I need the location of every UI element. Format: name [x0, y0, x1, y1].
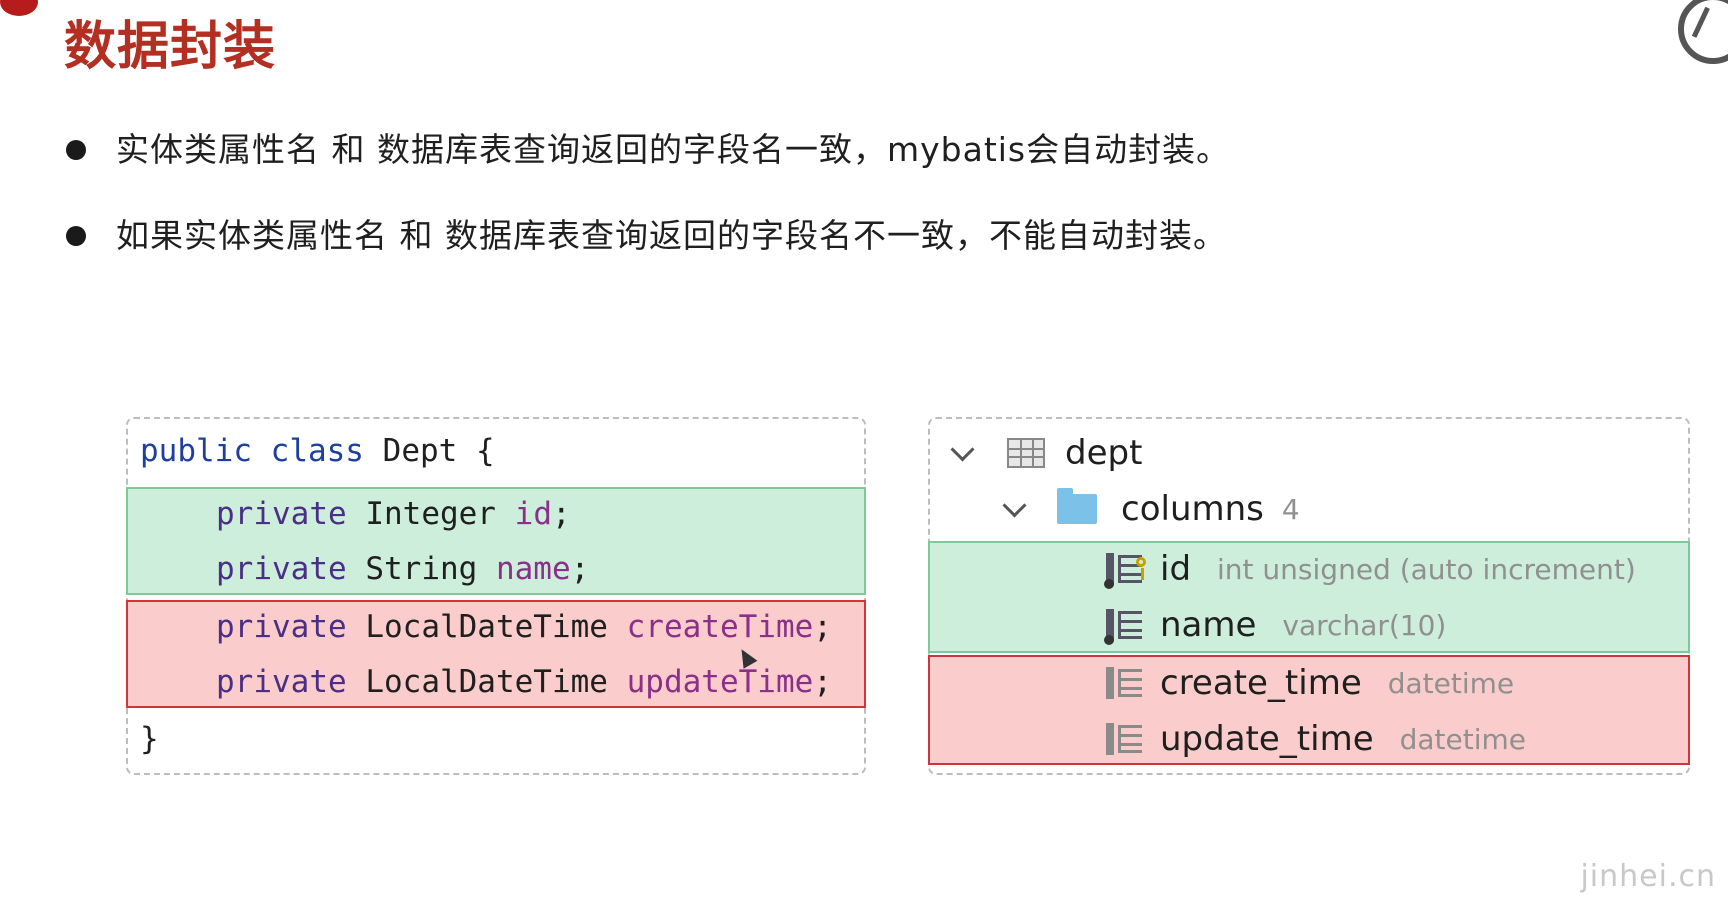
- field-type: String: [365, 551, 478, 587]
- field-type: LocalDateTime: [365, 664, 608, 700]
- code-field-line: private Integer id;: [128, 486, 864, 543]
- code-field-line: private LocalDateTime updateTime;: [128, 654, 864, 711]
- semicolon: ;: [813, 664, 832, 700]
- code-field-line: private String name;: [128, 541, 864, 598]
- mismatched-fields-block: private LocalDateTime createTime; privat…: [126, 600, 866, 708]
- table-icon: [1007, 438, 1045, 468]
- corner-dot-decoration: [0, 0, 38, 16]
- columns-label: columns: [1121, 489, 1264, 529]
- columns-count: 4: [1281, 492, 1300, 526]
- tree-node-columns[interactable]: columns 4: [930, 481, 1688, 537]
- code-field-line: private LocalDateTime createTime;: [128, 599, 864, 656]
- watermark: jinhei.cn: [1580, 859, 1716, 894]
- modifier: private: [216, 551, 347, 587]
- column-row[interactable]: id int unsigned (auto increment): [930, 541, 1688, 597]
- modifier: private: [216, 496, 347, 532]
- class-declaration: public class Dept {: [128, 423, 864, 480]
- column-type: varchar(10): [1282, 608, 1447, 642]
- modifier: private: [216, 664, 347, 700]
- column-name: name: [1160, 605, 1257, 645]
- folder-icon: [1057, 488, 1097, 524]
- bullet-dot-icon: [66, 140, 86, 160]
- tree-node-table[interactable]: dept: [930, 425, 1688, 481]
- database-tree-panel: dept columns 4 id int unsigned (auto inc…: [928, 417, 1690, 775]
- semicolon: ;: [570, 551, 590, 587]
- bullet-text: 实体类属性名 和 数据库表查询返回的字段名一致，mybatis会自动封装。: [116, 130, 1231, 169]
- bullet-dot-icon: [66, 226, 86, 246]
- field-type: Integer: [365, 496, 496, 532]
- column-icon: [1104, 607, 1144, 645]
- column-row[interactable]: create_time datetime: [930, 655, 1688, 711]
- mismatched-columns-block: create_time datetime update_time datetim…: [928, 655, 1690, 765]
- column-icon: [1104, 665, 1144, 701]
- column-name: update_time: [1160, 719, 1374, 759]
- modifier: private: [216, 609, 347, 645]
- field-name: id: [514, 496, 552, 532]
- column-type: int unsigned (auto increment): [1217, 552, 1636, 586]
- bullet-text: 如果实体类属性名 和 数据库表查询返回的字段名不一致，不能自动封装。: [116, 216, 1227, 255]
- chevron-down-icon[interactable]: [950, 436, 975, 462]
- column-icon: [1104, 721, 1144, 757]
- page-title: 数据封装: [64, 17, 277, 77]
- logo-icon: [1678, 0, 1728, 64]
- bullet-item: 实体类属性名 和 数据库表查询返回的字段名一致，mybatis会自动封装。: [66, 120, 1230, 206]
- field-type: LocalDateTime: [365, 609, 608, 645]
- column-name: id: [1160, 549, 1192, 589]
- field-name: updateTime: [626, 664, 814, 700]
- table-name: dept: [1065, 433, 1143, 473]
- bullet-list: 实体类属性名 和 数据库表查询返回的字段名一致，mybatis会自动封装。 如果…: [66, 120, 1230, 292]
- matching-fields-block: private Integer id; private String name;: [126, 487, 866, 595]
- code-panel: public class Dept { private Integer id; …: [126, 417, 866, 775]
- semicolon: ;: [813, 609, 832, 645]
- column-name: create_time: [1160, 663, 1362, 703]
- class-name: Dept {: [382, 433, 495, 469]
- bullet-item: 如果实体类属性名 和 数据库表查询返回的字段名不一致，不能自动封装。: [66, 206, 1230, 292]
- matching-columns-block: id int unsigned (auto increment) name va…: [928, 541, 1690, 653]
- field-name: createTime: [626, 609, 814, 645]
- semicolon: ;: [551, 496, 571, 532]
- column-type: datetime: [1399, 722, 1527, 756]
- chevron-down-icon[interactable]: [1002, 492, 1027, 518]
- column-row[interactable]: update_time datetime: [930, 711, 1688, 767]
- column-row[interactable]: name varchar(10): [930, 597, 1688, 653]
- keyword-public: public: [140, 433, 252, 469]
- primary-key-column-icon: [1104, 551, 1146, 589]
- column-type: datetime: [1387, 666, 1515, 700]
- closing-brace: }: [140, 721, 159, 757]
- field-name: name: [495, 551, 571, 587]
- keyword-class: class: [270, 433, 364, 469]
